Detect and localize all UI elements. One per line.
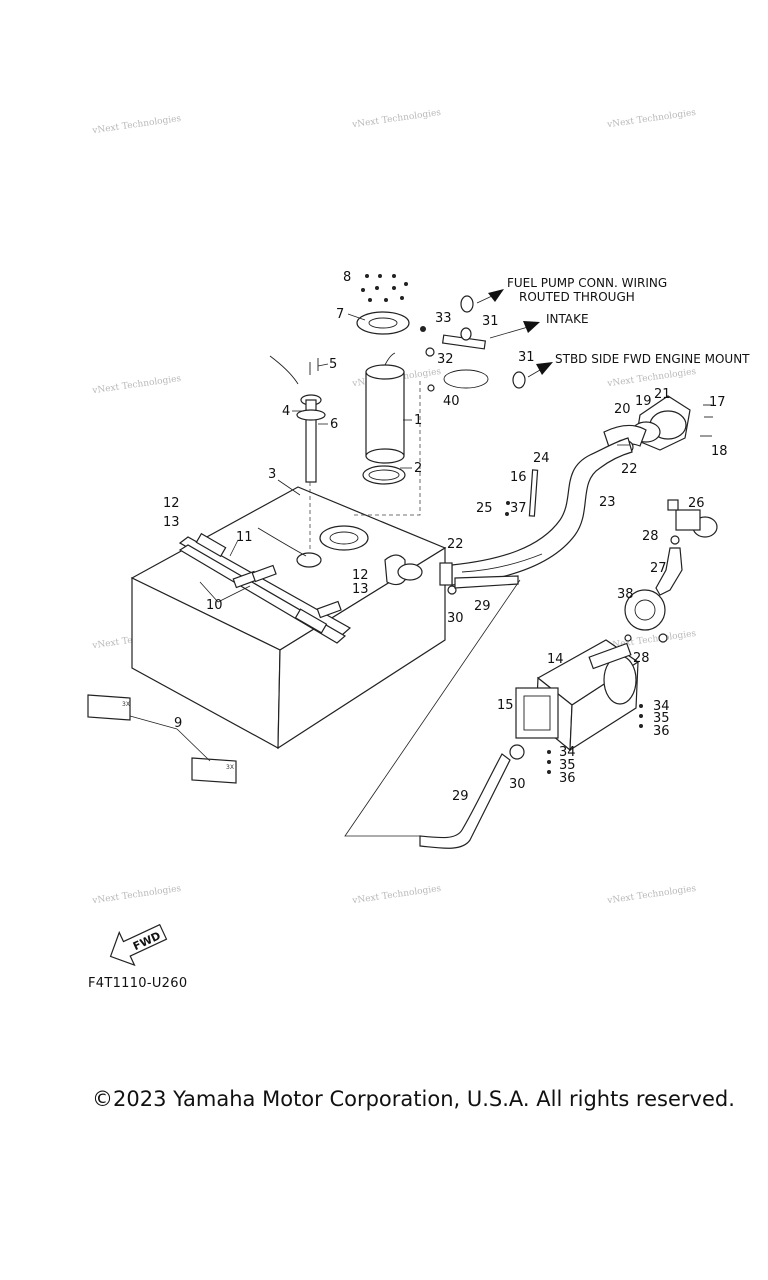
fwd-arrow-icon: FWD [109,923,168,967]
callout-31: 31 [482,314,499,329]
callout-23: 23 [599,495,616,510]
callout-9: 9 [174,716,182,731]
callout-13: 13 [352,582,369,597]
filler-hose [451,437,633,586]
callout-25: 25 [476,501,493,516]
callout-3: 3 [268,467,276,482]
watermark: vNext Technologies [606,108,697,131]
callout-24: 24 [533,451,550,466]
callout-38: 38 [617,587,634,602]
callout-37: 37 [510,501,527,516]
callout-8: 8 [343,270,351,285]
watermark: vNext Technologies [91,114,182,137]
watermark: vNext Technologies [91,884,182,907]
figure-code: F4T1110-U260 [88,976,188,991]
callout-22: 22 [621,462,638,477]
routing-notes: FUEL PUMP CONN. WIRING ROUTED THROUGH IN… [507,276,750,366]
fuel-pump [356,274,410,485]
callout-36: 36 [559,771,576,786]
note-intake: INTAKE [546,312,589,326]
callout-22: 22 [447,537,464,552]
callout-2: 2 [414,461,422,476]
callout-35: 35 [559,758,576,773]
callout-4: 4 [282,404,290,419]
callout-17: 17 [709,395,726,410]
vent-rod [505,469,539,517]
callout-33: 33 [435,311,452,326]
fuel-filter [515,639,640,752]
leader-lines [129,313,630,762]
callout-19: 19 [635,394,652,409]
callout-12: 12 [163,496,180,511]
fuel-sender [269,355,326,483]
callout-35: 35 [653,711,670,726]
callout-20: 20 [614,402,631,417]
callout-10: 10 [206,598,223,613]
callout-labels: 1 2 3 4 5 6 7 8 9 10 11 12 13 12 13 14 1… [163,270,728,804]
note-stbd-mount: STBD SIDE FWD ENGINE MOUNT [555,352,750,366]
watermark: vNext Technologies [351,108,442,131]
watermark: vNext Technologies [606,884,697,907]
callout-34: 34 [559,745,576,760]
callout-12: 12 [352,568,369,583]
callout-11: 11 [236,530,253,545]
pad-front: 3X [87,694,131,721]
callout-34: 34 [653,699,670,714]
callout-21: 21 [654,387,671,402]
flange-fittings [624,499,718,643]
callout-27: 27 [650,561,667,576]
callout-5: 5 [329,357,337,372]
callout-1: 1 [414,413,422,428]
watermark: vNext Technologies [91,374,182,397]
watermark: vNext Technologies [351,884,442,907]
callout-36: 36 [653,724,670,739]
callout-16: 16 [510,470,527,485]
callout-18: 18 [711,444,728,459]
callout-32: 32 [437,352,454,367]
lower-hose [419,744,525,849]
fuel-tank [130,486,447,750]
copyright-notice: ©2023 Yamaha Motor Corporation, U.S.A. A… [92,1087,735,1111]
tank-outlet [439,562,519,595]
callout-29: 29 [474,599,491,614]
callout-7: 7 [336,307,344,322]
vent-parts [420,289,553,392]
washers [547,704,643,774]
callout-30: 30 [447,611,464,626]
note-fuel-pump-wiring: FUEL PUMP CONN. WIRING [507,276,667,290]
callout-40: 40 [443,394,460,409]
callout-29: 29 [452,789,469,804]
callout-28: 28 [642,529,659,544]
callout-13: 13 [163,515,180,530]
callout-30: 30 [509,777,526,792]
pad-mark: 3X [122,701,130,708]
callout-28: 28 [633,651,650,666]
callout-15: 15 [497,698,514,713]
callout-31: 31 [518,350,535,365]
pad-mark: 3X [226,764,234,771]
note-routed-through: ROUTED THROUGH [519,290,635,304]
callout-14: 14 [547,652,564,667]
callout-26: 26 [688,496,705,511]
pad-rear: 3X [191,757,237,784]
watermark: vNext Technologies [606,367,697,390]
callout-6: 6 [330,417,338,432]
